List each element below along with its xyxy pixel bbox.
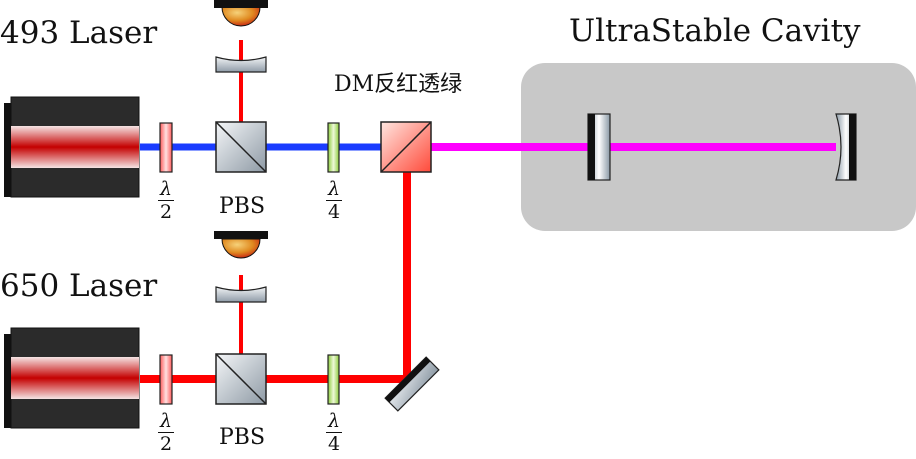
half-wave-label-top: λ 2 xyxy=(155,180,177,222)
laser-650-endcap xyxy=(4,334,14,428)
cavity-curved-mirror xyxy=(835,113,857,181)
quarter-wave-denominator-bottom: 4 xyxy=(327,433,341,455)
laser-650-label: 650 Laser xyxy=(0,268,158,304)
steering-mirror xyxy=(384,356,440,412)
lens-top xyxy=(215,56,267,73)
quarter-wave-plate-top xyxy=(327,122,340,173)
half-wave-denominator-bottom: 2 xyxy=(159,433,173,455)
pbs-bottom-label: PBS xyxy=(219,425,266,450)
half-wave-numerator-top: λ xyxy=(159,178,173,200)
cavity-label: UltraStable Cavity xyxy=(569,13,861,49)
laser-493-label: 493 Laser xyxy=(0,15,158,51)
quarter-wave-label-bottom: λ 4 xyxy=(323,412,345,454)
half-wave-denominator-top: 2 xyxy=(159,201,173,223)
half-wave-label-bottom: λ 2 xyxy=(155,412,177,454)
half-wave-numerator-bottom: λ xyxy=(159,410,173,432)
dichroic-mirror-cube xyxy=(380,121,432,173)
lens-bottom xyxy=(215,286,267,303)
quarter-wave-plate-bottom xyxy=(327,354,340,405)
quarter-wave-numerator-bottom: λ xyxy=(327,410,341,432)
photodetector-top xyxy=(214,0,268,27)
laser-493-glow xyxy=(11,126,139,168)
cavity-input-mirror xyxy=(587,113,611,181)
half-wave-plate-bottom xyxy=(159,354,173,405)
beams xyxy=(140,40,836,383)
half-wave-plate-top xyxy=(159,122,173,173)
pbs-cube-bottom xyxy=(215,353,267,405)
pbs-cube-top xyxy=(215,121,267,173)
laser-650 xyxy=(4,327,140,429)
photodetector-bottom xyxy=(214,231,268,259)
laser-493-endcap xyxy=(4,103,14,197)
laser-650-glow xyxy=(11,357,139,399)
quarter-wave-numerator-top: λ xyxy=(327,178,341,200)
pbs-top-label: PBS xyxy=(219,194,266,219)
quarter-wave-label-top: λ 4 xyxy=(323,180,345,222)
quarter-wave-denominator-top: 4 xyxy=(327,201,341,223)
laser-493 xyxy=(4,96,140,198)
dichroic-label: DM反红透绿 xyxy=(334,72,463,97)
